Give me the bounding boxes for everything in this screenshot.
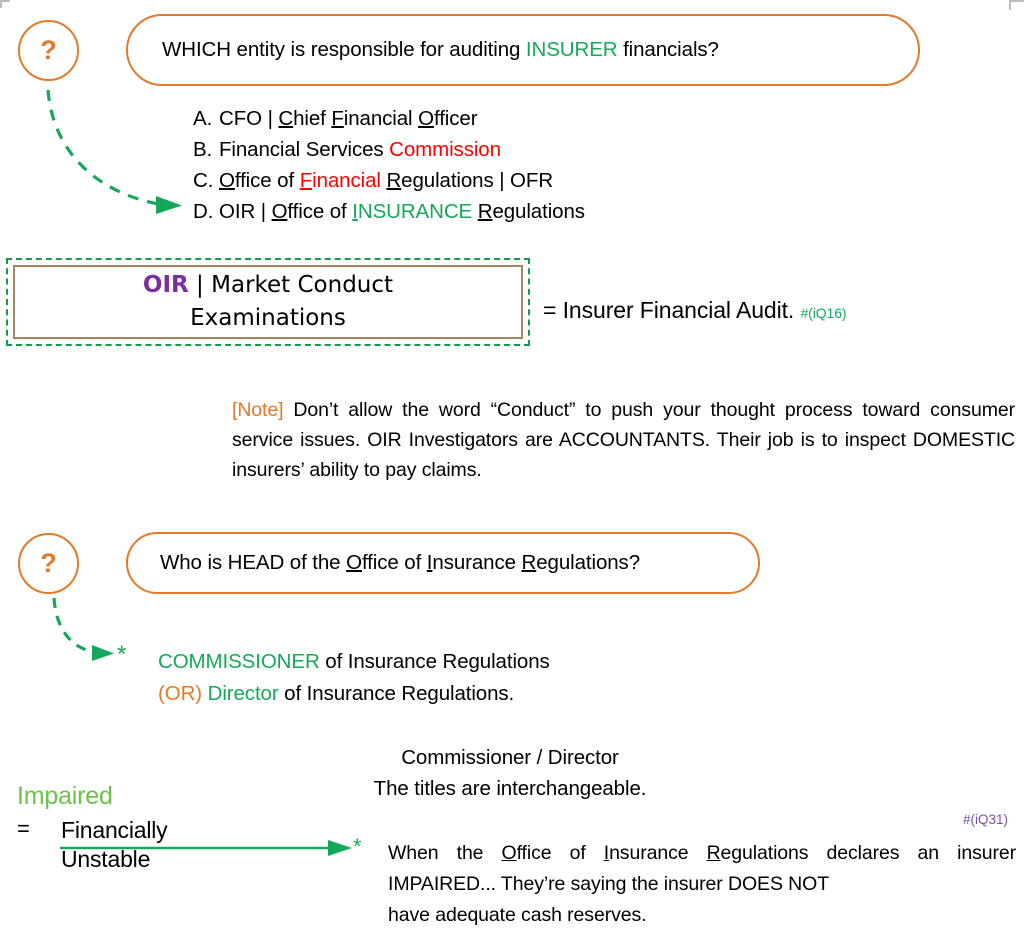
answer-2-highlight-1: COMMISSIONER <box>158 650 320 673</box>
answer-2-rest-2: of Insurance Regulations. <box>278 682 515 705</box>
option-letter-d: D. <box>193 200 214 223</box>
dashed-arrow-2 <box>44 596 154 666</box>
option-text-d: OIR | Office of INSURANCE Regulations <box>219 200 585 223</box>
answer-2-or: (OR) <box>158 682 203 705</box>
question-mark-icon: ? <box>40 35 57 65</box>
crop-mark-top-left <box>0 0 10 2</box>
answer-box-oir: OIR | Market Conduct Examinations <box>6 258 530 346</box>
answer-equals-text: = Insurer Financial Audit. <box>543 297 795 323</box>
center-note-block: Commissioner / Director The titles are i… <box>290 742 730 804</box>
solid-arrow-impaired <box>60 836 355 860</box>
note-body: Don’t allow the word “Conduct” to push y… <box>232 399 1015 481</box>
question-1-text-before: WHICH entity is responsible for auditing <box>162 38 526 61</box>
answer-2-line-1: COMMISSIONER of Insurance Regulations <box>158 646 550 678</box>
option-row-a[interactable]: A. CFO | Chief Financial Officer <box>193 103 893 134</box>
option-letter-b: B. <box>193 138 213 161</box>
impaired-definition-line-2: Unstable <box>61 846 151 872</box>
impaired-definition: Financially Unstable <box>61 816 168 874</box>
note-paragraph: [Note] Don’t allow the word “Conduct” to… <box>232 395 1015 485</box>
impaired-equals: = <box>17 816 30 841</box>
option-row-d[interactable]: D.OIR | Office of INSURANCE Regulations <box>193 196 893 227</box>
question-bubble-1: WHICH entity is responsible for auditing… <box>126 14 920 86</box>
crop-mark-top-right <box>1010 0 1024 2</box>
option-row-c[interactable]: C.Office of Financial Regulations | OFR <box>193 165 893 196</box>
question-mark-icon-2: ? <box>40 548 57 578</box>
question-bubble-2: Who is HEAD of the Office of Insurance R… <box>126 532 760 594</box>
answer-box-equals-line: = Insurer Financial Audit. #(iQ16) <box>543 297 847 324</box>
question-1-text: WHICH entity is responsible for auditing… <box>128 38 719 62</box>
question-badge-1: ? <box>18 20 79 81</box>
bullet-asterisk-2: * <box>353 834 362 859</box>
crop-mark-top-left-v <box>0 0 2 8</box>
center-note-line-1: Commissioner / Director <box>401 746 619 769</box>
final-note-paragraph: When the Office of Insurance Regulations… <box>388 842 1016 895</box>
note-label: [Note] <box>232 399 284 421</box>
answer-2-line-2: (OR) Director of Insurance Regulations. <box>158 678 514 710</box>
center-note-line-2: The titles are interchangeable. <box>373 777 647 800</box>
answer-box-separator: | <box>188 272 212 298</box>
question-badge-2: ? <box>18 533 79 594</box>
final-note-last-line: have adequate cash reserves. <box>388 904 647 926</box>
option-row-b[interactable]: B. Financial Services Commission <box>193 134 893 165</box>
answer-2-rest-1: of Insurance Regulations <box>319 650 550 673</box>
option-text-c: Office of Financial Regulations | OFR <box>219 169 554 192</box>
crop-mark-top-right-v <box>1009 0 1011 10</box>
question-tag-iq31: #(iQ31) <box>963 812 1009 827</box>
option-text-b: Financial Services Commission <box>219 138 501 161</box>
question-1-text-after: financials? <box>617 38 719 61</box>
dashed-arrow-1 <box>30 86 205 221</box>
answer-box-label-line2: Examinations <box>190 305 346 331</box>
impaired-term: Impaired <box>17 782 113 810</box>
answer-2-highlight-2: Director <box>202 682 279 705</box>
option-letter-a: A. <box>193 107 213 130</box>
question-tag-iq16: #(iQ16) <box>800 305 847 321</box>
option-text-a: CFO | Chief Financial Officer <box>219 107 478 130</box>
question-2-text: Who is HEAD of the Office of Insurance R… <box>160 551 641 574</box>
answer-box-inner: OIR | Market Conduct Examinations <box>13 265 523 339</box>
bullet-asterisk-1: * <box>117 641 127 668</box>
impaired-definition-line-1: Financially <box>61 817 168 843</box>
answer-options-list: A. CFO | Chief Financial Officer B. Financ… <box>193 103 893 227</box>
question-1-highlight: INSURER <box>525 38 618 61</box>
answer-box-label-line1: Market Conduct <box>211 272 394 298</box>
option-letter-c: C. <box>193 169 214 192</box>
answer-box-code: OIR <box>142 272 189 298</box>
